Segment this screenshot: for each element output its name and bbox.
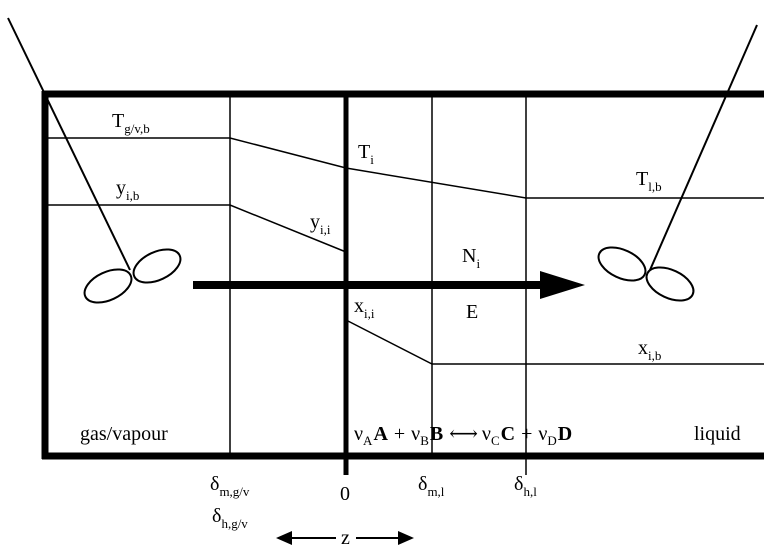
gas-temperature-label: Tg/v,b: [112, 110, 150, 136]
liquid-heat-film-thickness-label: δh,l: [514, 473, 537, 499]
z-arrow-left-head: [276, 531, 292, 545]
gas-interface-fraction-label: yi,i: [310, 211, 331, 237]
gas-bulk-fraction-label: yi,b: [116, 177, 139, 203]
gas-fraction-profile: [45, 204, 347, 253]
gas-heat-film-thickness-label: δh,g/v: [212, 505, 248, 531]
liquid-bulk-fraction-label: xi,b: [638, 337, 661, 363]
flux-arrowhead: [540, 271, 585, 299]
molar-flux-label: Ni: [462, 245, 480, 271]
z-axis-label: z: [341, 527, 350, 549]
gas-mass-film-thickness-label: δm,g/v: [210, 473, 250, 499]
gas-stirrer-blade-right: [132, 248, 182, 284]
liquid-phase-label: liquid: [694, 423, 741, 445]
interface-temperature-label: Ti: [358, 141, 374, 167]
liquid-stirrer-blade-left: [597, 246, 647, 282]
gas-stirrer-blade-left: [83, 268, 133, 304]
reaction-equation: νAA+νBB⟷νCC+νDD: [354, 423, 572, 448]
liquid-temperature-label: Tl,b: [636, 168, 662, 194]
liquid-stirrer-shaft: [649, 24, 758, 271]
gas-stirrer-shaft: [7, 17, 131, 271]
interface-origin-label: 0: [340, 483, 350, 505]
liquid-mass-film-thickness-label: δm,l: [418, 473, 445, 499]
liquid-interface-fraction-label: xi,i: [354, 295, 375, 321]
liquid-fraction-profile: [345, 319, 764, 365]
liquid-stirrer-blade-right: [645, 266, 695, 302]
energy-flux-label: E: [466, 301, 478, 323]
temperature-profile: [45, 137, 764, 199]
gas-phase-label: gas/vapour: [80, 423, 168, 445]
z-arrow-right-head: [398, 531, 414, 545]
